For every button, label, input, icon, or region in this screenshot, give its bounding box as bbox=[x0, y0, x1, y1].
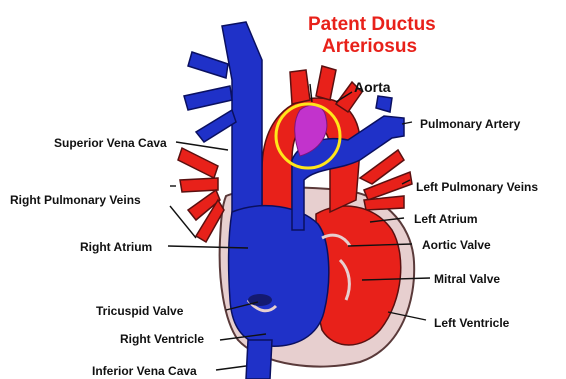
label-left-ventricle: Left Ventricle bbox=[434, 316, 509, 330]
label-mitral-valve: Mitral Valve bbox=[434, 272, 500, 286]
label-aortic-valve: Aortic Valve bbox=[422, 238, 491, 252]
diagram-title-line2: Arteriosus bbox=[322, 36, 417, 58]
aorta-branch-2 bbox=[316, 66, 336, 100]
label-aorta: Aorta bbox=[354, 80, 391, 94]
svc-branch-3 bbox=[196, 110, 236, 142]
diagram-title-line1: Patent Ductus bbox=[308, 14, 436, 36]
label-tricuspid-valve: Tricuspid Valve bbox=[96, 304, 183, 318]
right-pulmonary-veins bbox=[178, 148, 224, 242]
aorta-branch-1 bbox=[290, 70, 310, 104]
label-left-pulmonary-veins: Left Pulmonary Veins bbox=[416, 180, 538, 194]
label-right-pulmonary-veins: Right Pulmonary Veins bbox=[10, 193, 141, 207]
left-pulmonary-veins bbox=[360, 150, 412, 210]
label-right-atrium: Right Atrium bbox=[80, 240, 152, 254]
label-pulmonary-artery: Pulmonary Artery bbox=[420, 117, 520, 131]
label-inferior-vena-cava: Inferior Vena Cava bbox=[92, 364, 197, 378]
inferior-vena-cava bbox=[246, 340, 272, 379]
svc-branch-1 bbox=[188, 52, 228, 78]
label-left-atrium: Left Atrium bbox=[414, 212, 478, 226]
label-right-ventricle: Right Ventricle bbox=[120, 332, 204, 346]
label-superior-vena-cava: Superior Vena Cava bbox=[54, 136, 167, 150]
pulmonary-artery-branch bbox=[376, 96, 392, 112]
svc-branch-2 bbox=[184, 86, 232, 110]
right-heart-chambers bbox=[229, 206, 329, 346]
